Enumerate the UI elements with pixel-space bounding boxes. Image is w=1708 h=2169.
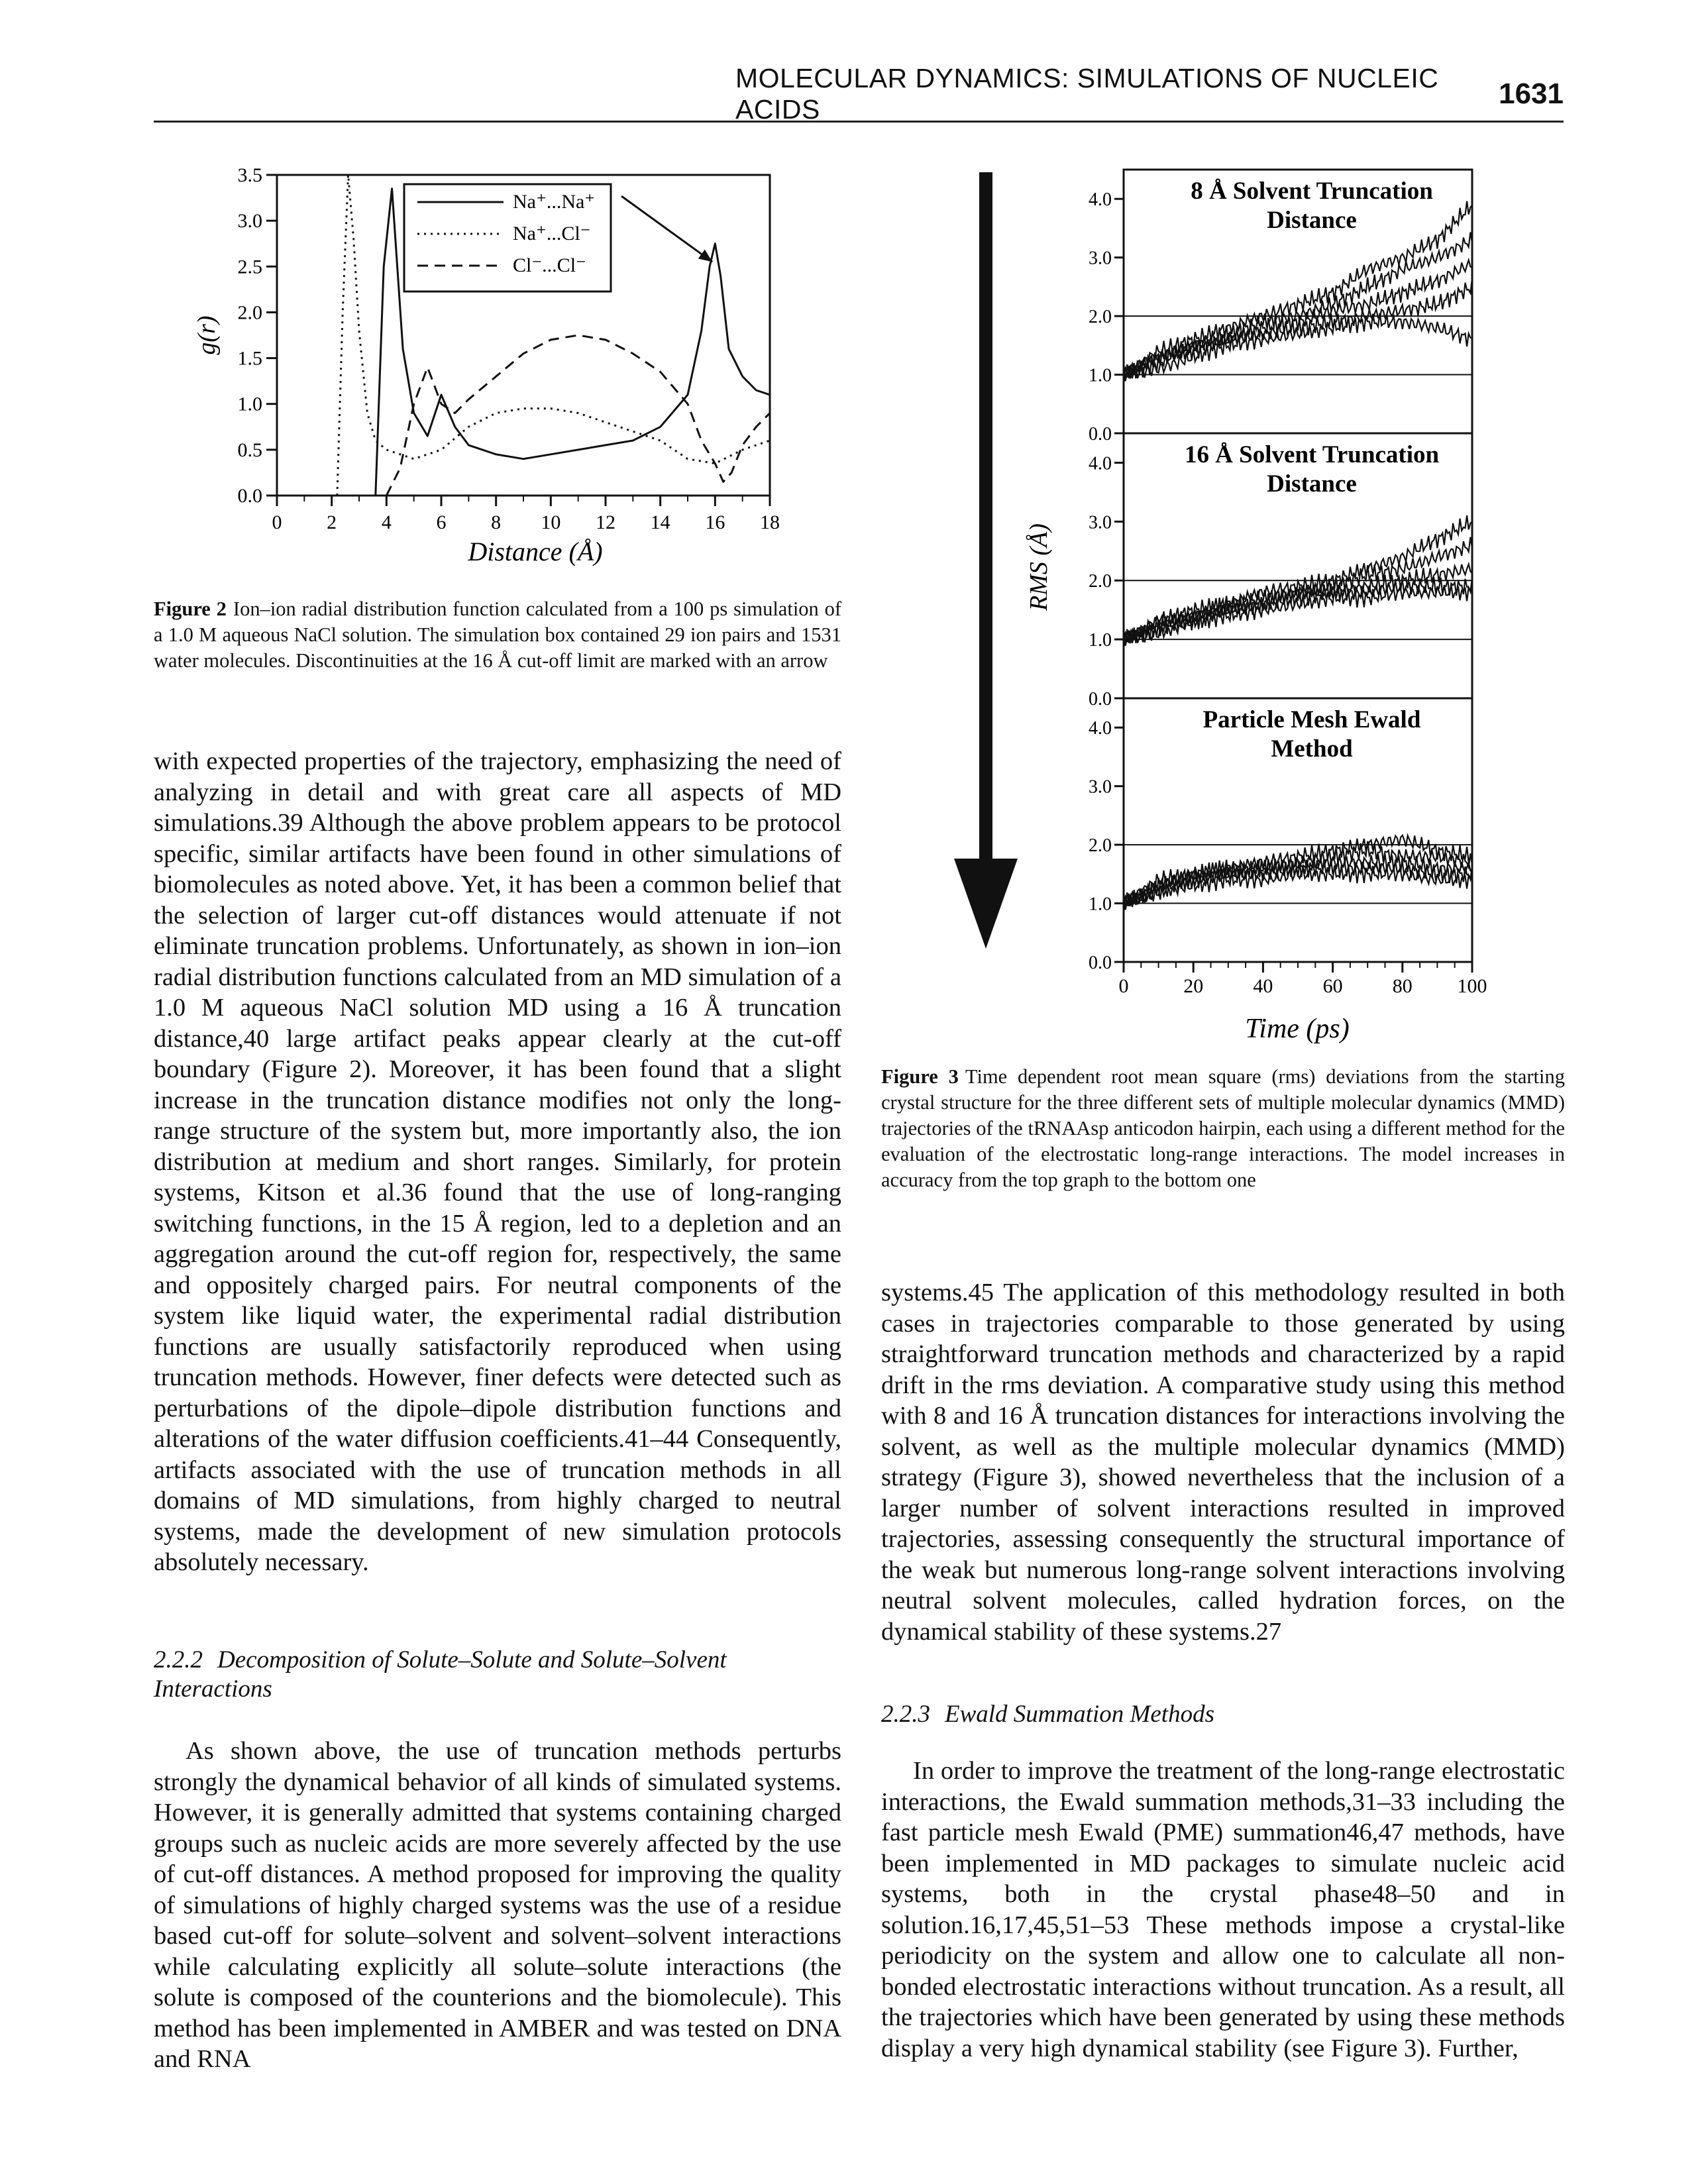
fig3-rms-trajectory — [1124, 313, 1473, 380]
fig3-y-axis-label: RMS (Å) — [1025, 523, 1053, 611]
figure-2-label: Figure 2 — [154, 598, 227, 620]
fig3-x-tick-label: 100 — [1458, 975, 1487, 997]
fig3-rms-trajectory — [1122, 841, 1473, 910]
fig2-series-line — [385, 334, 771, 496]
fig3-rms-trajectory — [1122, 537, 1473, 647]
fig2-x-tick-label: 16 — [705, 511, 725, 533]
fig3-y-tick-label: 2.0 — [1089, 571, 1112, 592]
fig3-rms-trajectory — [1123, 584, 1473, 645]
header-rule — [154, 121, 1564, 123]
fig3-rms-trajectory — [1123, 577, 1473, 643]
fig2-x-tick-label: 10 — [541, 511, 560, 533]
fig2-y-tick-label: 3.5 — [238, 164, 263, 186]
figure-2-chart: 0 2 4 6 8 10 12 14 16 18 0.0 0.5 1.0 1.5 2.0 2.5 3.0 3.5N… — [193, 164, 780, 566]
fig3-rms-trajectory — [1123, 278, 1473, 377]
fig2-x-tick-label: 4 — [382, 511, 392, 533]
fig3-x-tick-label: 40 — [1253, 975, 1273, 997]
fig2-y-tick-label: 1.5 — [238, 348, 263, 370]
fig3-accuracy-arrow-shaft — [979, 172, 992, 871]
fig2-arrow-head — [698, 249, 713, 262]
fig2-y-axis-label: g(r) — [193, 315, 221, 354]
fig3-rms-trajectory — [1123, 859, 1473, 907]
fig3-y-tick-label: 0.0 — [1089, 953, 1112, 973]
fig3-y-tick-label: 2.0 — [1089, 835, 1112, 856]
figure-2-caption-text: Ion–ion radial distribution function cal… — [154, 598, 842, 672]
section-2-2-2-number: 2.2.2 — [154, 1646, 203, 1673]
fig2-arrow-shaft — [621, 195, 714, 263]
section-2-2-3-heading: 2.2.3 Ewald Summation Methods — [881, 1700, 1564, 1729]
left-paragraph-2: As shown above, the use of truncation me… — [154, 1737, 841, 2073]
fig2-y-tick-label: 0.5 — [238, 439, 263, 461]
left-column-lower: As shown above, the use of truncation me… — [154, 1736, 841, 2075]
fig3-y-tick-label: 1.0 — [1089, 366, 1112, 386]
section-2-2-3-number: 2.2.3 — [881, 1701, 930, 1728]
fig3-y-tick-label: 0.0 — [1089, 424, 1112, 445]
fig3-x-tick-label: 20 — [1183, 975, 1203, 997]
figure-3-label: Figure 3 — [881, 1065, 959, 1088]
fig2-y-tick-label: 2.0 — [238, 301, 263, 323]
fig2-legend-label: Na⁺...Cl⁻ — [513, 223, 591, 244]
running-header: MOLECULAR DYNAMICS: SIMULATIONS OF NUCLE… — [735, 63, 1564, 125]
fig3-panel-title: Particle Mesh Ewald — [1203, 706, 1421, 733]
right-paragraph-2: In order to improve the treatment of the… — [881, 1757, 1565, 2062]
fig2-x-tick-label: 0 — [272, 511, 282, 533]
fig2-x-tick-label: 2 — [327, 511, 337, 533]
fig2-y-tick-label: 0.0 — [238, 485, 263, 507]
right-column: systems.45 The application of this metho… — [881, 1277, 1565, 1647]
fig3-y-tick-label: 0.0 — [1089, 689, 1112, 710]
fig3-x-tick-label: 0 — [1119, 975, 1129, 997]
fig3-y-tick-label: 3.0 — [1089, 248, 1112, 269]
fig2-x-tick-label: 12 — [596, 511, 615, 533]
fig3-panel-subtitle: Method — [1271, 735, 1353, 763]
fig2-y-tick-label: 1.0 — [238, 394, 263, 415]
fig3-accuracy-arrow-head — [954, 859, 1018, 949]
fig2-y-tick-label: 3.0 — [238, 210, 263, 232]
fig3-y-tick-label: 3.0 — [1089, 777, 1112, 798]
fig3-panel-title: 8 Å Solvent Truncation — [1191, 178, 1433, 205]
fig2-legend-label: Cl⁻...Cl⁻ — [513, 254, 586, 276]
fig3-panel-title: 16 Å Solvent Truncation — [1185, 441, 1440, 468]
fig3-y-tick-label: 1.0 — [1089, 630, 1112, 651]
fig2-x-axis-label: Distance (Å) — [467, 537, 602, 566]
fig2-x-tick-label: 14 — [651, 511, 670, 533]
running-title: MOLECULAR DYNAMICS: SIMULATIONS OF NUCLE… — [735, 63, 1439, 125]
fig2-series-line — [336, 174, 771, 496]
fig3-rms-trajectory — [1123, 865, 1473, 908]
fig3-rms-trajectory — [1123, 257, 1473, 380]
left-column: with expected properties of the trajecto… — [154, 746, 841, 1578]
fig3-panel-title-bg — [1136, 702, 1452, 766]
fig3-panel-title-bg — [1136, 174, 1452, 237]
fig3-x-tick-label: 60 — [1323, 975, 1343, 997]
fig3-y-tick-label: 4.0 — [1089, 718, 1112, 739]
fig3-y-tick-label: 2.0 — [1089, 307, 1112, 327]
fig3-y-tick-label: 4.0 — [1089, 189, 1112, 210]
fig3-y-tick-label: 3.0 — [1089, 512, 1112, 533]
page-number: 1631 — [1499, 78, 1564, 110]
figure-3-caption-text: Time dependent root mean square (rms) de… — [881, 1065, 1566, 1191]
fig3-rms-trajectory — [1122, 201, 1473, 377]
fig2-x-tick-label: 18 — [760, 511, 780, 533]
right-paragraph-1: systems.45 The application of this metho… — [881, 1279, 1565, 1646]
fig3-panel-subtitle: Distance — [1267, 207, 1357, 234]
fig3-y-tick-label: 1.0 — [1089, 894, 1112, 915]
fig3-rms-trajectory — [1122, 232, 1473, 382]
section-2-2-2-title: Decomposition of Solute–Solute and Solut… — [154, 1646, 727, 1703]
left-paragraph-1: with expected properties of the trajecto… — [154, 747, 841, 1576]
right-column-lower: In order to improve the treatment of the… — [881, 1756, 1565, 2064]
fig2-x-tick-label: 8 — [491, 511, 501, 533]
fig3-x-tick-label: 80 — [1393, 975, 1413, 997]
fig3-panel-title-bg — [1136, 437, 1452, 501]
fig2-y-tick-label: 2.5 — [238, 256, 263, 278]
fig3-panel-subtitle: Distance — [1267, 470, 1357, 498]
fig2-legend-label: Na⁺...Na⁺ — [513, 191, 595, 213]
section-2-2-3-title: Ewald Summation Methods — [945, 1701, 1214, 1728]
fig3-x-axis-label: Time (ps) — [1245, 1014, 1350, 1044]
fig3-y-tick-label: 4.0 — [1089, 453, 1112, 474]
fig2-x-tick-label: 6 — [437, 511, 447, 533]
fig2-series-line — [374, 187, 771, 496]
